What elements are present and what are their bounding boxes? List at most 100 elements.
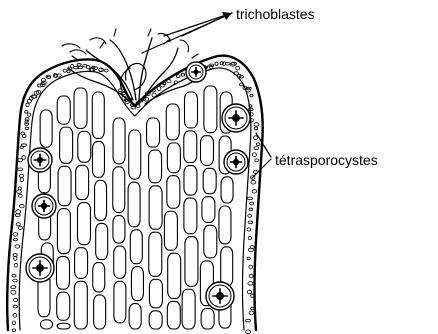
cortical-cell [247, 290, 252, 294]
cortical-cell [13, 254, 17, 257]
cortical-cell [254, 147, 259, 150]
cortical-cell [25, 127, 29, 129]
cortical-cell [250, 202, 254, 205]
cortical-cell [152, 93, 156, 97]
cortical-cell [248, 214, 252, 217]
medullary-cell [57, 209, 70, 254]
tetraspore-nucleus [194, 70, 199, 75]
medullary-cell [184, 166, 197, 195]
cortical-cell [254, 127, 257, 130]
medullary-cell [128, 182, 140, 227]
medullary-cell [184, 92, 197, 128]
medullary-cell [185, 237, 198, 287]
medullary-cell [58, 166, 71, 205]
cortical-cell [247, 197, 252, 200]
medullary-cell [57, 96, 70, 124]
cortical-cell [16, 210, 21, 214]
medullary-cell [149, 186, 162, 229]
cortical-cell [136, 105, 140, 108]
tetraspore-nucleus [36, 264, 44, 272]
cortical-cell [246, 319, 251, 322]
tetraspore-nucleus [232, 114, 240, 122]
medullary-cell [221, 177, 233, 203]
trichoblast-filament [62, 33, 189, 54]
cortical-cell [246, 88, 251, 92]
cortical-cell [22, 156, 26, 160]
medullary-cell [131, 267, 143, 301]
cortical-cell [77, 64, 81, 66]
cortical-cell [248, 221, 253, 224]
medullary-cell [113, 118, 125, 164]
cortical-cell [249, 274, 253, 277]
cortical-cell [26, 103, 29, 106]
medullary-cell [114, 281, 126, 323]
cortical-cell [249, 208, 253, 211]
medullary-cell [114, 246, 126, 278]
cortical-cell [25, 117, 29, 121]
medullary-cell [94, 295, 106, 329]
cortical-cell [256, 143, 260, 146]
medullary-cell [113, 216, 125, 244]
medullary-cell [57, 292, 70, 320]
medullary-cell [76, 165, 89, 199]
medullary-cell [95, 180, 107, 220]
medullary-cell [167, 301, 180, 329]
cortical-cell [12, 274, 16, 277]
medullary-cell [56, 257, 69, 290]
medullary-cell [167, 143, 180, 173]
tetrasporocyst [28, 148, 52, 172]
cortical-cell [63, 69, 67, 72]
medullary-cell [75, 248, 88, 279]
cortical-cell [16, 223, 20, 226]
medullary-cell [203, 168, 216, 193]
medullary-cell [77, 203, 90, 245]
tetraspore-nucleus [37, 157, 43, 163]
tetraspore-nucleus [41, 203, 47, 209]
tetrasporocyst [26, 254, 54, 282]
cortical-cell [239, 75, 243, 78]
cortical-cell [13, 233, 18, 236]
cortical-cell [12, 321, 15, 325]
cortical-cell [18, 226, 22, 229]
medullary-cell [202, 197, 215, 223]
cortical-cell [12, 329, 15, 332]
cortical-cell [11, 290, 16, 294]
cortical-cell [251, 180, 256, 184]
cortical-cell [13, 314, 17, 318]
cortical-cell [18, 194, 22, 197]
cortical-cell [41, 78, 45, 82]
medullary-cell [166, 104, 179, 140]
medullary-cell [130, 230, 142, 264]
medullary-cell [129, 304, 141, 329]
medullary-cell [93, 263, 105, 292]
cortical-cell [17, 190, 22, 194]
medullary-cell [74, 88, 87, 128]
cortical-cell [14, 256, 17, 260]
medullary-cell [113, 167, 125, 213]
cortical-cell [131, 106, 135, 109]
medullary-cell [184, 131, 197, 163]
tetraspore-nucleus [216, 292, 224, 300]
label-tetrasporocysts: tétrasporocystes [275, 152, 378, 168]
tetrasporocyst [224, 150, 248, 174]
cortical-cell [248, 236, 251, 239]
medullary-cell [149, 232, 162, 276]
cortical-cell [249, 311, 254, 315]
cortical-cell [249, 265, 253, 269]
cortical-cell [13, 279, 18, 282]
cortical-cell [247, 228, 250, 231]
cortical-cell [19, 174, 23, 177]
medullary-cell [149, 311, 162, 329]
medullary-cell [204, 225, 217, 258]
tetrasporocyst [186, 62, 206, 82]
medullary-cell [60, 127, 73, 163]
cortical-cell [19, 204, 24, 207]
cortical-cell [15, 214, 20, 217]
cortical-cell [247, 257, 250, 260]
cortical-cell [248, 282, 253, 286]
tetraspore-nucleus [233, 159, 239, 165]
medullary-cell [92, 92, 104, 138]
cortical-cell [246, 330, 251, 334]
medullary-cell [184, 198, 197, 234]
